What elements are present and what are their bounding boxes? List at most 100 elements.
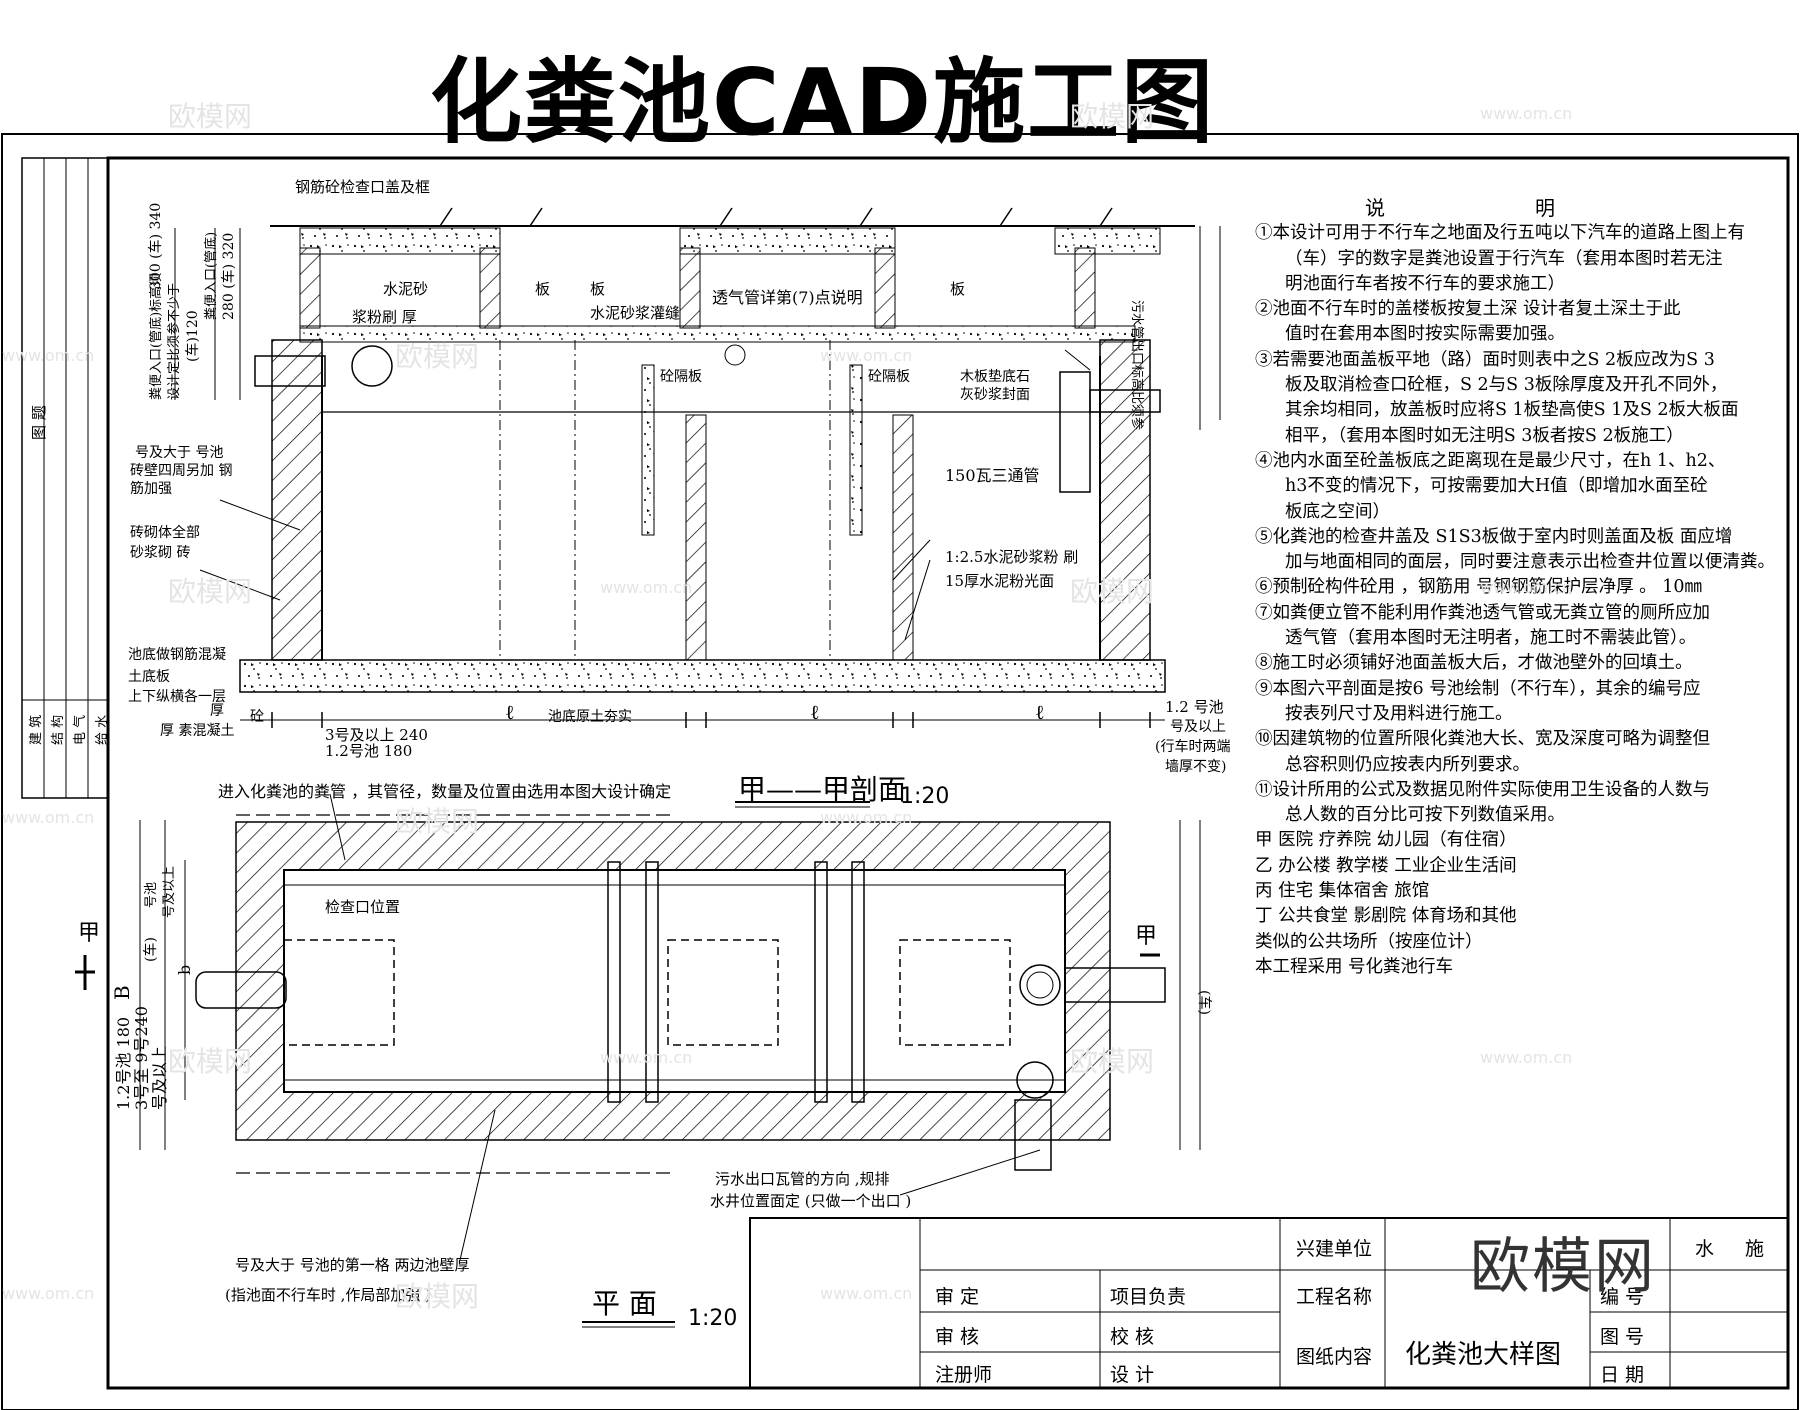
- note-line: （车）字的数字是粪池设置于行汽车（套用本图时若无注: [1285, 248, 1723, 269]
- section-label: 甲——甲剖面: [738, 773, 907, 806]
- plan-bottom-1: 号及大于 号池的第一格 两边池壁厚: [235, 1256, 470, 1274]
- watermark-url: www.om.cn: [820, 346, 913, 365]
- strip-a: 建 筑: [29, 714, 44, 745]
- design-notes: 说明 ①本设计可用于不行车之地面及行五吨以下汽车的道路上图上有 （车）字的数字是…: [1255, 196, 1775, 980]
- left-v6: 280 (车) 320: [221, 232, 237, 320]
- left-v2: 设计定比须参不少于: [167, 282, 182, 400]
- plan-scale: 1:20: [688, 1306, 738, 1331]
- note-line: ⑥预制砼构件砼用 ，钢筋用 号钢钢筋保护层净厚 。 10㎜: [1255, 577, 1703, 598]
- strip-b: 结 构: [51, 714, 66, 745]
- tb-tuzhi: 图纸内容: [1296, 1346, 1373, 1368]
- note-line: 本工程采用 号化粪池行车: [1255, 956, 1454, 977]
- watermark-brand: 欧模网: [168, 100, 253, 133]
- plan-che-left: (车): [143, 937, 159, 962]
- tb-gongcheng: 工程名称: [1296, 1286, 1373, 1308]
- note-line: ⑤化粪池的检查井盖及 S1S3板做于室内时则盖面及板 面应增: [1255, 526, 1733, 547]
- dim-b-small: b: [175, 964, 194, 975]
- watermark-url: www.om.cn: [820, 1284, 913, 1303]
- watermark-url: www.om.cn: [600, 578, 693, 597]
- label-jiangfen: 浆粉刷 厚: [352, 308, 417, 326]
- label-suhunning: 厚 素混凝土: [160, 723, 235, 739]
- label-santong: 150瓦三通管: [945, 466, 1040, 485]
- dim-b-large: B: [110, 985, 134, 1000]
- watermark-brand: 欧模网: [395, 805, 480, 838]
- note-line: 板及取消检查口砼框，S 2与S 3板除厚度及开孔不同外，: [1285, 375, 1728, 396]
- section-view: [174, 207, 1221, 728]
- watermark-url: www.om.cn: [2, 808, 95, 827]
- note-line: ④池内水面至砼盖板底之距离现在是最少尺寸，在h 1、h2、: [1255, 450, 1726, 471]
- watermark-url: www.om.cn: [1480, 578, 1573, 597]
- tb-tuhao: 图 号: [1600, 1326, 1645, 1348]
- tb-shending: 审 定: [935, 1286, 980, 1308]
- label-ban-3: 板: [950, 280, 966, 298]
- tb-shui: 水: [1695, 1238, 1715, 1260]
- note-line: 类似的公共场所（按座位计）: [1255, 931, 1483, 952]
- label-shuini-jiang: 水泥砂浆灌缝: [590, 304, 681, 322]
- plan-hao-up: 号及以上: [162, 865, 177, 918]
- label-ban-1: 板: [535, 280, 551, 298]
- dim-r1: 1.2 号池: [1165, 698, 1224, 716]
- label-shajiang: 砂浆砌 砖: [130, 545, 191, 561]
- watermark-url: www.om.cn: [1480, 104, 1573, 123]
- tb-zhuce: 注册师: [935, 1364, 993, 1386]
- tb-content: 化粪池大样图: [1405, 1340, 1562, 1370]
- label-shuini-sha: 水泥砂: [383, 280, 429, 298]
- label-tong: 砼: [250, 709, 264, 725]
- label-tongqi: 透气管详第(7)点说明: [712, 288, 863, 307]
- label-chidi-2: 土底板: [128, 669, 170, 685]
- plan-top-note: 进入化粪池的粪管 ，其管径，数量及位置由选用本图大设计确定: [218, 782, 672, 801]
- tb-jiaohe: 校 核: [1110, 1326, 1155, 1348]
- label-shuini125: 1:2.5水泥砂浆粉 刷: [945, 548, 1079, 566]
- watermark-brand: 欧模网: [168, 1045, 253, 1078]
- note-line: 值时在套用本图时按实际需要加强。: [1285, 324, 1565, 345]
- note-line: 丙 住宅 集体宿舍 旅馆: [1255, 881, 1430, 902]
- note-line: 甲 医院 疗养院 幼儿园（有住宿）: [1255, 830, 1517, 851]
- tb-sheji: 设 计: [1110, 1364, 1155, 1386]
- note-line: ⑨本图六平剖面是按6 号池绘制（不行车），其余的编号应: [1255, 678, 1701, 699]
- page-title: 化粪池CAD施工图: [430, 49, 1216, 156]
- section-scale: 1:20: [900, 784, 950, 809]
- label-huisha: 灰砂浆封面: [960, 387, 1030, 403]
- note-line: 相平，（套用本图时如无注明S 3板者按S 2板施工）: [1285, 425, 1684, 446]
- watermark-brand: 欧模网: [1070, 100, 1155, 133]
- notes-header: 说明: [1365, 196, 1705, 220]
- note-line: h3不变的情况下，可按需要加大H值（即增加水面至砼: [1285, 476, 1708, 497]
- label-ban-2: 板: [590, 280, 606, 298]
- label-hangtu: 池底原土夯实: [548, 709, 632, 725]
- note-line: ③若需要池面盖板平地（路）面时则表中之S 2板应改为S 3: [1255, 349, 1715, 370]
- label-hou: 厚: [210, 703, 224, 719]
- dim-3hao: 3号及以上 240: [325, 726, 428, 744]
- label-chidi-3: 上下纵横各一层: [128, 689, 226, 705]
- note-line: 透气管（套用本图时无注明者，施工时不需装此管）。: [1285, 628, 1697, 649]
- label-chidi-1: 池底做钢筋混凝: [128, 647, 226, 663]
- label-shuini15: 15厚水泥粉光面: [945, 572, 1055, 590]
- left-v4: 300 (车) 340: [148, 202, 164, 290]
- cover-label: 钢筋砼检查口盖及框: [295, 178, 431, 196]
- tb-riqi: 日 期: [1600, 1364, 1645, 1386]
- plan-label: 平 面: [592, 1287, 657, 1320]
- note-line: ⑦如粪便立管不能利用作粪池透气管或无粪立管的厕所应加: [1255, 602, 1710, 623]
- note-line: 按表列尺寸及用料进行施工。: [1285, 703, 1513, 724]
- left-v3: (车)120: [185, 310, 201, 362]
- note-line: 丁 公共食堂 影剧院 体育场和其他: [1255, 906, 1517, 927]
- strip-d: 给 水: [95, 714, 110, 745]
- tb-bianhao: 编 号: [1600, 1286, 1645, 1308]
- watermark-url: www.om.cn: [1480, 1048, 1573, 1067]
- watermark-url: www.om.cn: [820, 808, 913, 827]
- tb-shenhe: 审 核: [935, 1326, 980, 1348]
- note-line: ⑧施工时必须铺好池面盖板大后，才做池壁外的回填土。: [1255, 653, 1693, 674]
- label-jinjiaqiang: 筋加强: [130, 481, 172, 497]
- outlet-note-1: 污水出口瓦管的方向 ,规排: [715, 1170, 890, 1188]
- tb-xiangmu: 项目负责: [1110, 1286, 1187, 1308]
- watermark-brand: 欧模网: [395, 340, 480, 373]
- dim-12hao: 1.2号池 180: [325, 742, 413, 760]
- left-v5: 粪便入口(管底): [204, 231, 219, 320]
- watermark-url: www.om.cn: [2, 346, 95, 365]
- label-mudian: 木板垫底石: [960, 369, 1030, 385]
- watermark-brand: 欧模网: [1070, 1045, 1155, 1078]
- note-line: 乙 办公楼 教学楼 工业企业生活间: [1255, 855, 1517, 876]
- plan-left-dims: 1.2号池 180 3号至 9号240 号及以上: [114, 1006, 169, 1110]
- note-line: 加与地面相同的面层，同时要注意表示出检查井位置以便清粪。: [1285, 552, 1775, 573]
- dim-r2: 号及以上: [1170, 719, 1226, 735]
